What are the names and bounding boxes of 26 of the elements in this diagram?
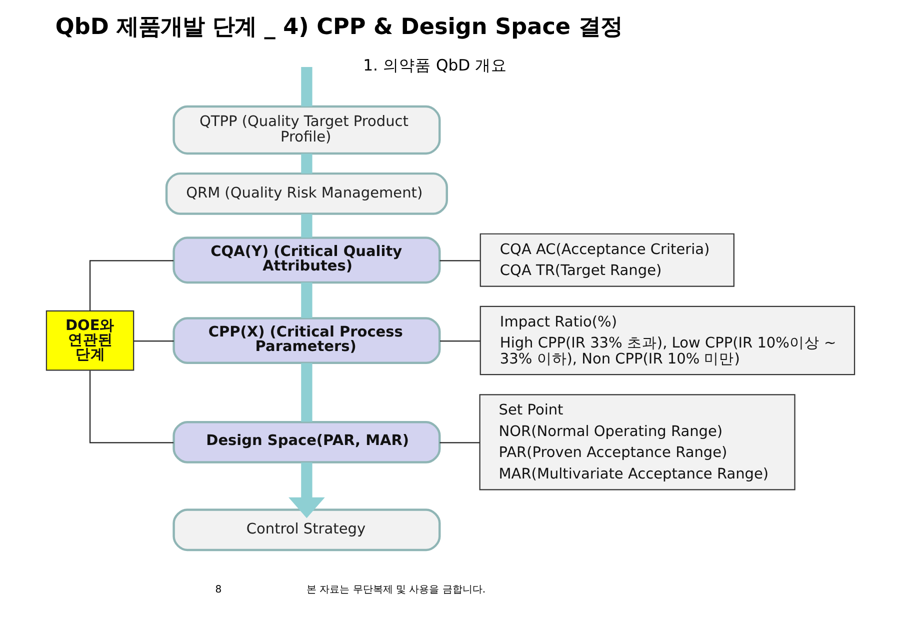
node-box: Impact Ratio(%) High CPP(IR 33% 초과), Low CPP(IR 10%이상 ~ 33% 이하), Non CPP(IR 10% 미만) [479,306,855,376]
node-box: CQA(Y) (Critical Quality Attributes) [172,236,440,284]
connector [300,282,312,318]
connector [300,214,312,238]
node-box: CQA AC(Acceptance Criteria) CQA TR(Target Range) [479,233,734,287]
connector [133,340,174,342]
connector [300,67,312,106]
connector [439,442,480,444]
node-box: QRM (Quality Risk Management) [164,172,448,215]
connector [88,370,173,444]
node-box: QTPP (Quality Target Product Profile) [172,105,440,155]
diagram-title: QbD 제품개발 단계 _ 4) CPP & Design Space 결정 [54,14,622,40]
node-box: CPP(X) (Critical Process Parameters) [172,317,440,364]
label: 1. 의약품 QbD 개요 [362,55,507,74]
connector [300,154,312,174]
label: 본 자료는 무단복제 및 사용을 금합니다. [306,584,486,596]
arrow [288,462,324,518]
node-box: Set Point NOR(Normal Operating Range) PAR(Proven Acceptance Range) MAR(Multivariate Acceptance Range) [478,394,795,490]
node-box: Control Strategy [172,508,440,552]
connector [88,260,173,311]
connector [439,260,480,262]
node-box: DOE와 연관된 단계 [45,310,134,371]
label: 8 [214,584,222,596]
node-box: Design Space(PAR, MAR) [172,420,440,464]
connector [300,363,312,422]
connector [440,340,480,342]
